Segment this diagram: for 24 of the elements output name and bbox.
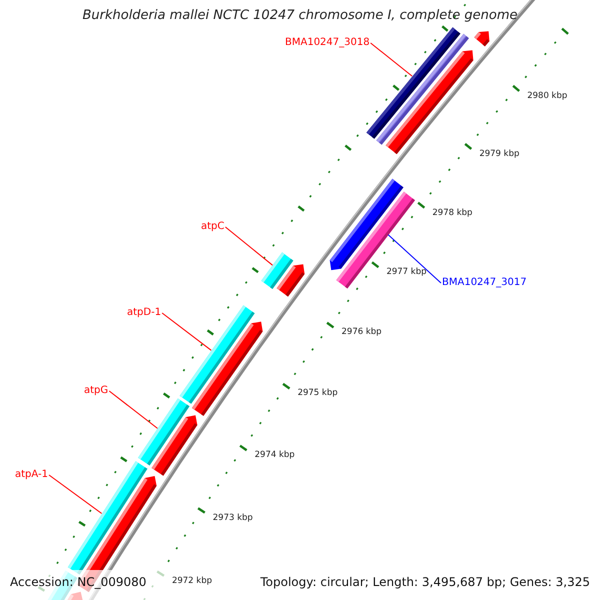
gene-bar — [180, 305, 255, 404]
tick-label: 2977 kbp — [386, 267, 426, 278]
genome-info-text: Topology: circular; Length: 3,495,687 bp; Genes: 3,325 — [260, 575, 590, 589]
leader-line — [108, 390, 158, 429]
gene-label: BMA10247_3018 — [285, 37, 370, 49]
tick-label: 2980 kbp — [527, 90, 568, 101]
gene-bar — [261, 252, 294, 289]
leader-line — [224, 226, 273, 266]
leader-line — [162, 312, 212, 351]
leader-line — [370, 42, 413, 77]
gene-label: atpC — [201, 221, 224, 233]
gene-label: atpA-1 — [15, 469, 48, 481]
tick-label: 2973 kbp — [212, 512, 253, 523]
leader-line — [388, 234, 442, 284]
gene-label: atpG — [84, 385, 108, 397]
chart-title: Burkholderia mallei NCTC 10247 chromosome I, complete genome — [81, 8, 519, 23]
gene-label: atpD-1 — [127, 307, 162, 319]
accession-text: Accession: NC_009080 — [10, 575, 146, 589]
gene-label: BMA10247_3017 — [442, 277, 527, 289]
tick-label: 2976 kbp — [342, 327, 382, 338]
leader-line — [48, 474, 102, 514]
gene-bar — [138, 398, 190, 466]
tick-label: 2974 kbp — [254, 450, 295, 460]
tick-label: 2975 kbp — [298, 388, 338, 398]
